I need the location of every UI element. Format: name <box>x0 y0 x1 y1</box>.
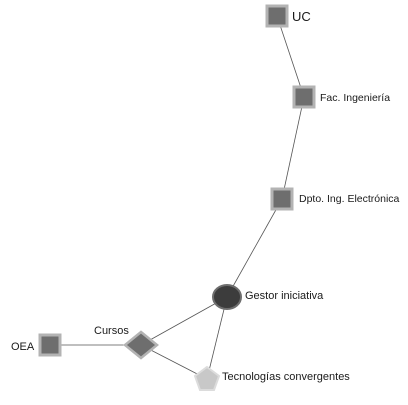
node-oea-square-icon <box>38 333 62 357</box>
edge-dpto-gestor <box>226 198 283 298</box>
node-dpto-ing-electronica[interactable]: Dpto. Ing. Electrónica <box>270 187 400 211</box>
node-cursos-label: Cursos <box>94 325 129 337</box>
node-gestor-iniciativa[interactable]: Gestor iniciativa <box>212 284 324 310</box>
edge-uc-fac <box>276 15 305 98</box>
node-fac-square-icon <box>292 85 316 109</box>
node-cursos-diamond-icon <box>123 330 159 360</box>
edge-gestor-cursos <box>140 296 228 346</box>
node-fac-label: Fac. Ingeniería <box>320 92 390 104</box>
node-gestor-label: Gestor iniciativa <box>245 290 324 302</box>
node-tec-label: Tecnologías convergentes <box>222 371 350 383</box>
node-dpto-square-icon <box>270 187 294 211</box>
node-tecnologias-convergentes[interactable]: Tecnologías convergentes <box>193 365 350 391</box>
nodes-layer: UC Fac. Ingeniería Dpto. Ing. Electrónic… <box>11 4 400 391</box>
node-uc-label: UC <box>292 9 311 24</box>
node-uc-square-icon <box>265 4 289 28</box>
edge-gestor-tec <box>206 296 228 380</box>
node-tec-pentagon-icon <box>193 365 221 391</box>
node-uc[interactable]: UC <box>265 4 311 28</box>
edge-fac-dpto <box>281 96 305 200</box>
node-gestor-circle-icon <box>212 284 242 310</box>
node-dpto-label: Dpto. Ing. Electrónica <box>299 193 400 205</box>
node-cursos[interactable]: Cursos <box>94 325 159 360</box>
node-oea-label: OEA <box>11 341 35 353</box>
edges-layer <box>50 15 305 380</box>
node-oea[interactable]: OEA <box>11 333 62 357</box>
node-fac-ingenieria[interactable]: Fac. Ingeniería <box>292 85 390 109</box>
